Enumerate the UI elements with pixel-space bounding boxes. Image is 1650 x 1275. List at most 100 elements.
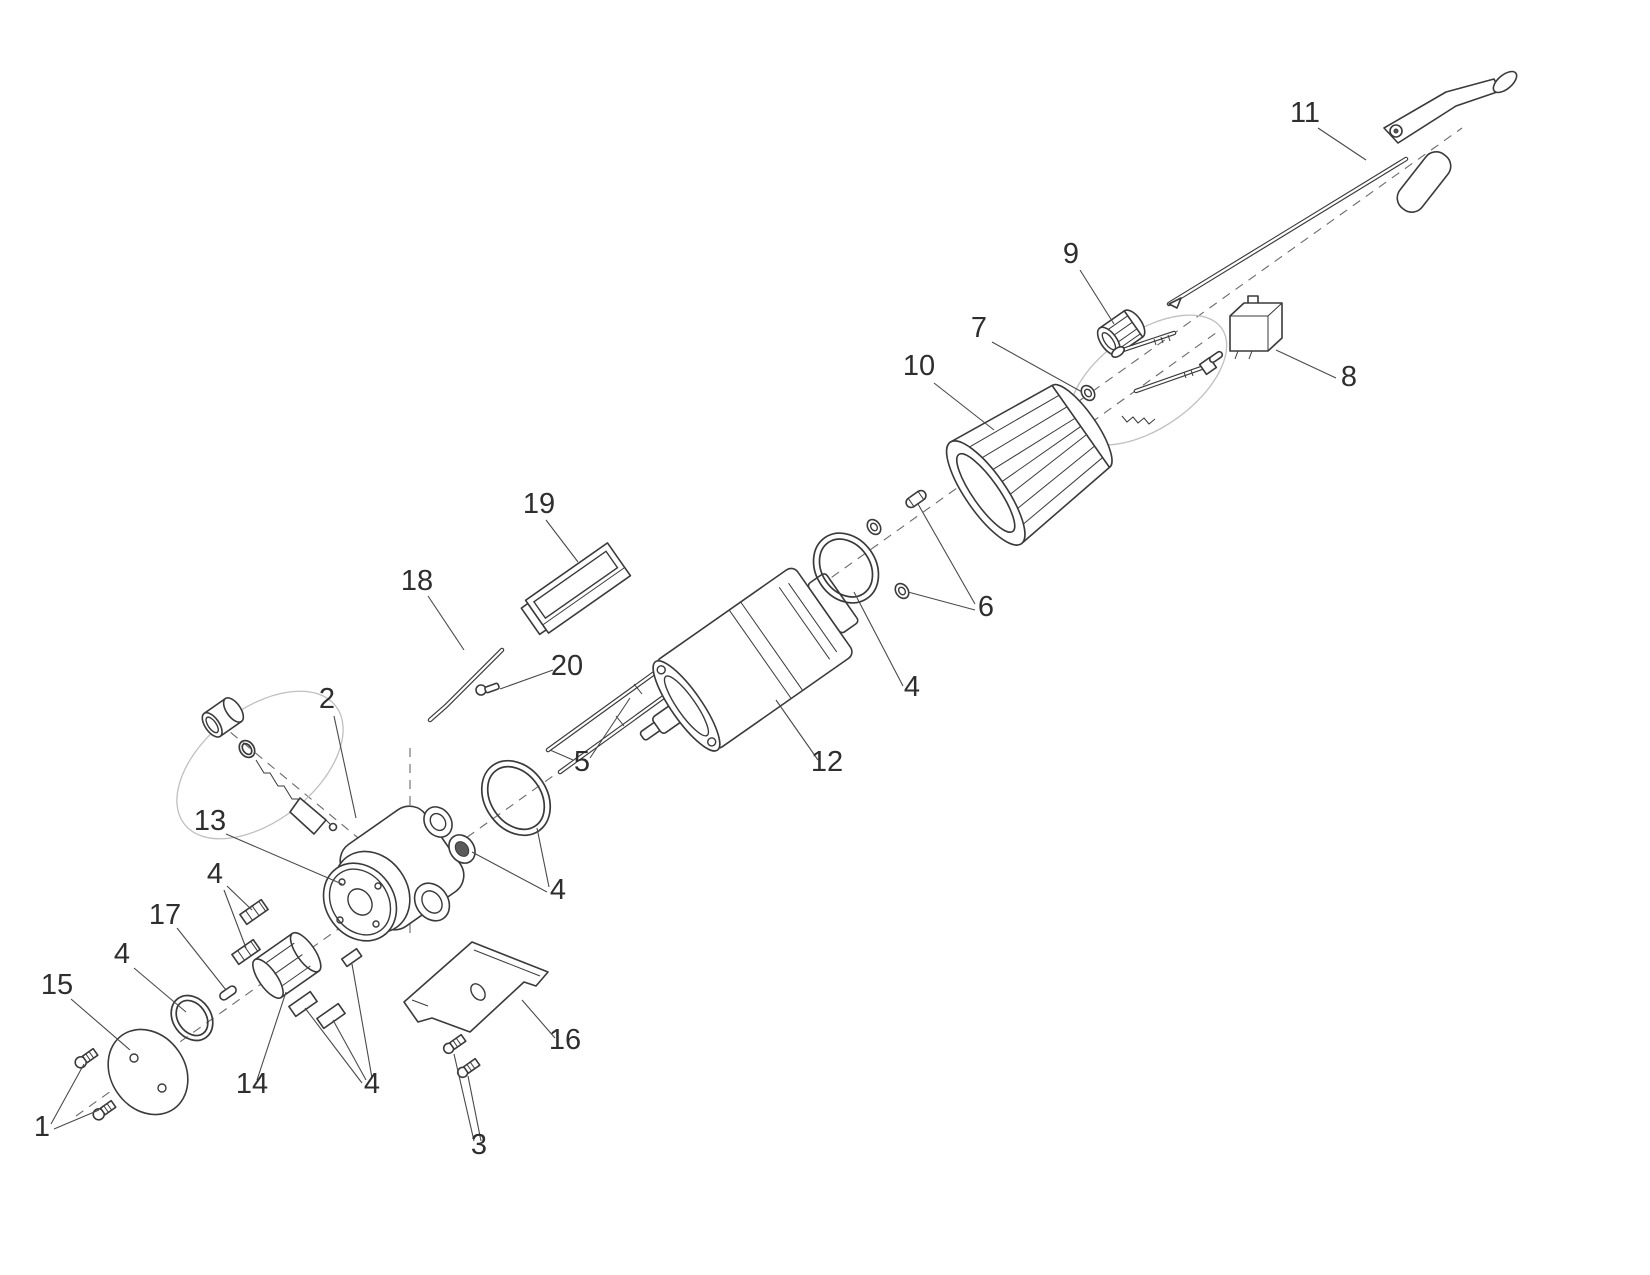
callout-3: 3 — [453, 1053, 487, 1161]
part-13-gasket-plate — [322, 862, 398, 942]
end-cap-hole — [129, 1053, 139, 1063]
callout-18: 18 — [401, 565, 465, 651]
callout-label: 5 — [574, 746, 590, 778]
callout-label: 4 — [364, 1068, 380, 1100]
part-17-pin — [219, 985, 237, 1001]
part-7-screw-set — [1080, 330, 1224, 425]
housing-top-boss — [423, 806, 453, 838]
callout-label: 4 — [904, 671, 920, 703]
part-18-hex-wrench — [427, 647, 505, 723]
part-4-clips — [231, 898, 269, 966]
callout-4-oring-left: 4 — [114, 938, 187, 1013]
leader-line — [223, 885, 253, 949]
callout-label: 3 — [471, 1129, 487, 1161]
valve-spring — [255, 759, 307, 808]
gasket-hole — [374, 882, 382, 890]
part-20-screw — [475, 682, 500, 696]
part-3-screws — [442, 1033, 481, 1079]
callout-label: 16 — [549, 1024, 581, 1056]
callout-label: 11 — [1290, 97, 1320, 129]
callout-label: 1 — [34, 1111, 50, 1143]
leader-line — [256, 991, 287, 1081]
callout-4-right: 4 — [853, 591, 920, 703]
callout-7: 7 — [971, 312, 1083, 393]
leader-line — [1317, 127, 1367, 161]
leader-line — [1275, 349, 1337, 379]
callout-label: 14 — [236, 1068, 268, 1100]
leader-line — [50, 1063, 100, 1130]
leader-line — [991, 341, 1083, 393]
part-8-switch — [1229, 295, 1283, 360]
clip-plate — [239, 898, 269, 926]
end-cap-disc — [107, 1028, 189, 1116]
callout-2: 2 — [319, 683, 357, 819]
small-pin — [1208, 350, 1224, 364]
vane — [340, 947, 363, 968]
part-15-end-cap — [107, 1028, 189, 1116]
screw — [1133, 356, 1218, 394]
leader-line — [1079, 269, 1115, 325]
valve-subassembly — [201, 697, 338, 835]
callout-19: 19 — [523, 488, 579, 563]
leader-line — [471, 827, 550, 893]
callout-label: 12 — [811, 746, 843, 778]
screw — [456, 1057, 481, 1079]
part-4-bearing — [448, 834, 476, 864]
gasket-hole — [336, 916, 344, 924]
leader-line — [176, 927, 227, 991]
callout-13: 13 — [194, 805, 343, 885]
part-4-oring-left — [170, 994, 214, 1042]
valve-oring — [238, 739, 256, 759]
callout-20: 20 — [499, 650, 583, 690]
callout-label: 4 — [550, 874, 566, 906]
part-16-cover-plate — [403, 941, 549, 1033]
motor-front-face — [652, 660, 721, 752]
part-1-screws — [74, 1047, 117, 1121]
leader-line — [545, 519, 579, 563]
callout-label: 4 — [114, 938, 130, 970]
valve-cap — [201, 697, 245, 738]
callout-label: 18 — [401, 565, 433, 597]
valve-group-outline — [176, 690, 344, 840]
callout-6: 6 — [907, 503, 994, 623]
leader-line — [933, 382, 995, 431]
washer — [894, 582, 910, 600]
part-14-rotor — [252, 931, 322, 999]
leader-line — [427, 595, 465, 651]
leader-line — [549, 697, 631, 761]
part-4-vanes — [288, 947, 363, 1030]
screw — [1111, 330, 1177, 358]
washer — [866, 518, 882, 536]
valve-cone — [289, 797, 338, 835]
callout-14: 14 — [236, 991, 287, 1100]
callout-label: 15 — [41, 969, 73, 1001]
retaining-clip — [905, 489, 927, 509]
part-12-motor — [639, 567, 859, 752]
leader-line — [775, 699, 819, 761]
rod-tip — [1168, 297, 1182, 309]
callout-17: 17 — [149, 899, 227, 991]
callout-1: 1 — [34, 1063, 100, 1143]
callout-label: 7 — [971, 312, 987, 344]
gasket-hole — [338, 878, 346, 886]
washer — [1080, 384, 1096, 402]
callout-label: 10 — [903, 350, 935, 382]
leader-line — [453, 1053, 482, 1142]
trigger-hook — [1492, 70, 1518, 94]
callout-label: 8 — [1341, 361, 1357, 393]
vane — [288, 990, 318, 1018]
callout-label: 4 — [207, 858, 223, 890]
callout-12: 12 — [775, 699, 843, 778]
housing-side-port — [413, 882, 451, 922]
part-4-oring-right — [812, 532, 880, 604]
callout-4-clips: 4 — [207, 858, 253, 949]
collar-opening — [955, 452, 1016, 533]
callout-5: 5 — [549, 697, 631, 778]
callouts: 11 9 7 8 10 6 4 12 — [34, 97, 1367, 1161]
leader-line — [521, 999, 556, 1039]
part-4-oring-cylinder — [480, 759, 552, 837]
leader-line — [225, 833, 343, 885]
leader-line — [304, 963, 373, 1084]
